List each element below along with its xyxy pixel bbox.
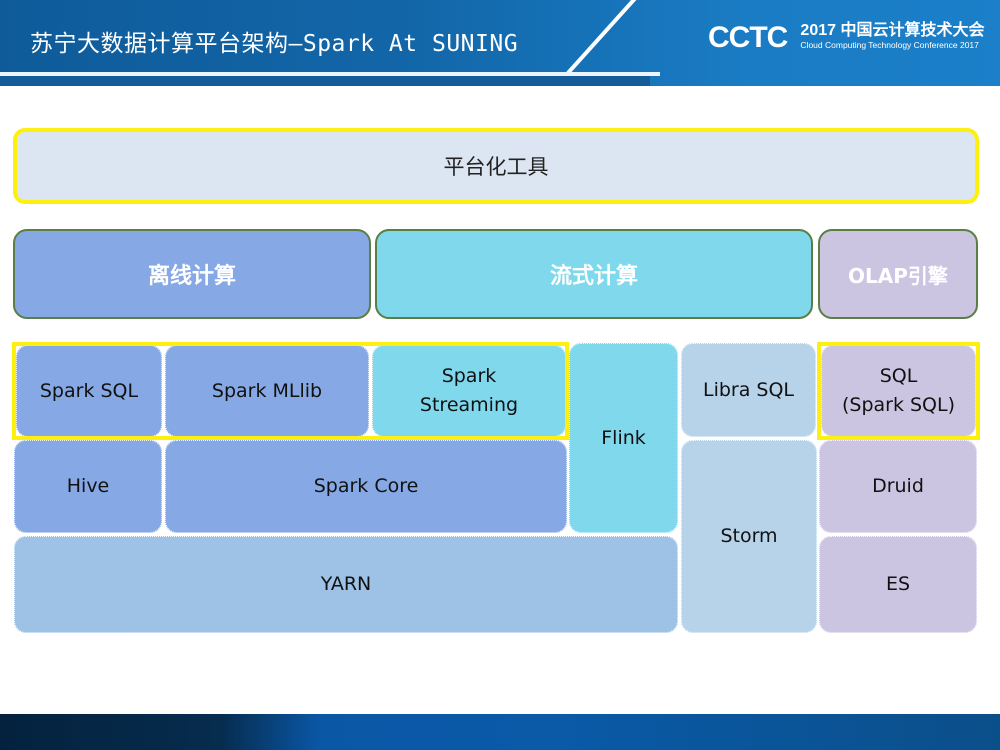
component-spark-sql-label: Spark SQL <box>39 379 139 402</box>
component-druid: Druid <box>819 440 977 533</box>
component-spark-streaming: Spark Streaming <box>372 345 566 437</box>
component-es: ES <box>819 536 977 633</box>
component-druid-label: Druid <box>872 475 924 497</box>
component-storm-label: Storm <box>720 525 778 547</box>
component-spark-mllib-label: Spark MLlib <box>211 379 323 402</box>
component-spark-mllib: Spark MLlib <box>165 345 369 437</box>
component-hive: Hive <box>14 440 162 533</box>
slide-title: 苏宁大数据计算平台架构—Spark At SUNING <box>30 31 519 57</box>
component-olap-sql: SQL (Spark SQL) <box>821 345 976 437</box>
category-streaming: 流式计算 <box>375 229 813 319</box>
component-yarn: YARN <box>14 536 678 633</box>
cctc-logo: CCTC 2017 中国云计算技术大会 Cloud Computing Tech… <box>708 22 984 54</box>
logo-name-cn: 2017 中国云计算技术大会 <box>800 22 985 39</box>
header-slash-decoration <box>566 0 643 75</box>
component-yarn-label: YARN <box>320 573 372 595</box>
category-olap: OLAP引擎 <box>818 229 978 319</box>
logo-name-en: Cloud Computing Technology Conference 20… <box>800 40 979 50</box>
logo-brand: CCTC <box>708 21 788 54</box>
component-olap-sql-label: SQL (Spark SQL) <box>841 365 956 416</box>
component-libra-sql-label: Libra SQL <box>702 378 795 401</box>
component-spark-core: Spark Core <box>165 440 567 533</box>
component-es-label: ES <box>885 573 911 595</box>
slide-header: 苏宁大数据计算平台架构—Spark At SUNING CCTC 2017 中国… <box>0 0 1000 86</box>
category-offline-label: 离线计算 <box>147 264 236 289</box>
header-rule-light <box>0 72 660 76</box>
component-storm: Storm <box>681 440 817 633</box>
component-flink: Flink <box>569 343 678 533</box>
component-libra-sql: Libra SQL <box>681 343 816 437</box>
component-hive-label: Hive <box>66 475 110 497</box>
header-rule-dark <box>0 76 650 86</box>
platform-tools-label: 平台化工具 <box>443 155 549 179</box>
category-streaming-label: 流式计算 <box>549 264 638 289</box>
category-olap-label: OLAP引擎 <box>848 263 948 288</box>
component-spark-sql: Spark SQL <box>16 345 162 437</box>
component-spark-streaming-label: Spark Streaming <box>419 365 519 416</box>
slide-footer-bar <box>0 714 1000 750</box>
category-offline: 离线计算 <box>13 229 371 319</box>
component-spark-core-label: Spark Core <box>313 475 419 497</box>
header-gap <box>0 86 1000 90</box>
platform-tools-box: 平台化工具 <box>13 128 979 204</box>
component-flink-label: Flink <box>601 426 646 449</box>
